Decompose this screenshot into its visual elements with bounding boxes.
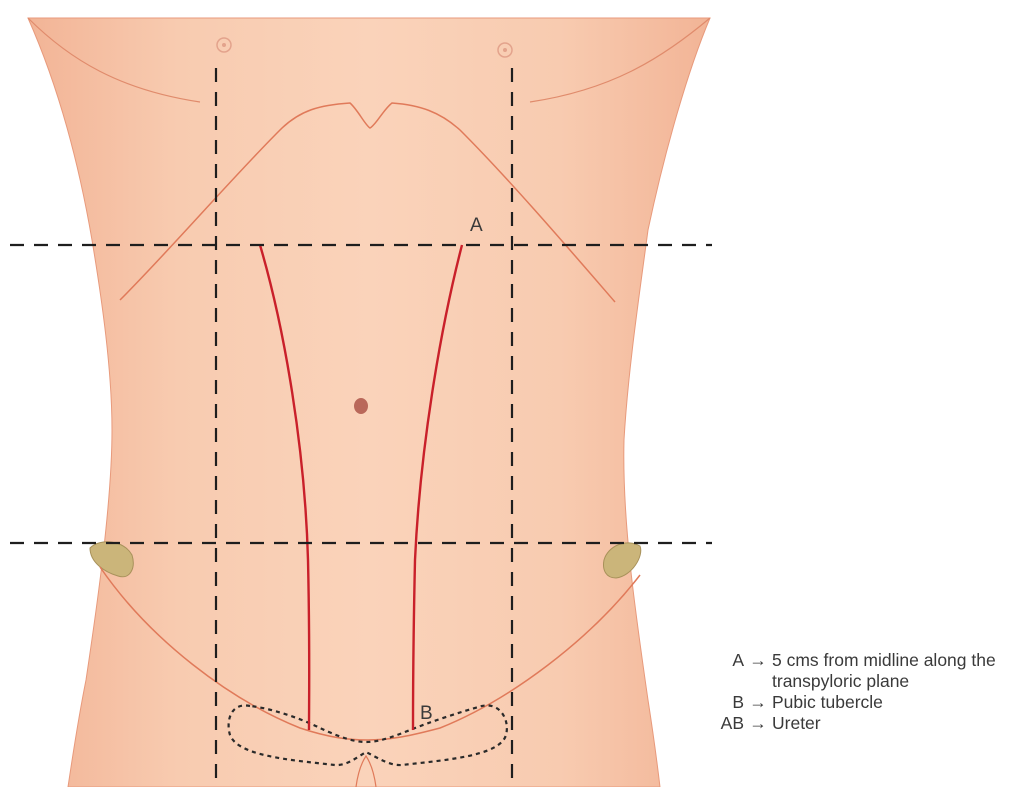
legend-item-a: A → 5 cms from midline along the transpy… — [700, 650, 1012, 692]
legend-description: 5 cms from midline along the transpylori… — [772, 650, 1012, 692]
legend-item-b: B → Pubic tubercle — [700, 692, 1012, 713]
legend-key: A — [700, 650, 744, 671]
point-b-label: B — [420, 704, 433, 723]
right-arrow-icon: → — [744, 692, 772, 713]
legend-description: Ureter — [772, 713, 1012, 734]
legend-key: AB — [700, 713, 744, 734]
legend-description: Pubic tubercle — [772, 692, 1012, 713]
legend-key: B — [700, 692, 744, 713]
umbilicus — [354, 398, 368, 414]
right-arrow-icon: → — [744, 713, 772, 734]
legend-item-ab: AB → Ureter — [700, 713, 1012, 734]
torso-silhouette — [28, 18, 710, 787]
legend: A → 5 cms from midline along the transpy… — [700, 650, 1012, 734]
point-a-label: A — [470, 216, 483, 235]
right-arrow-icon: → — [744, 650, 772, 671]
